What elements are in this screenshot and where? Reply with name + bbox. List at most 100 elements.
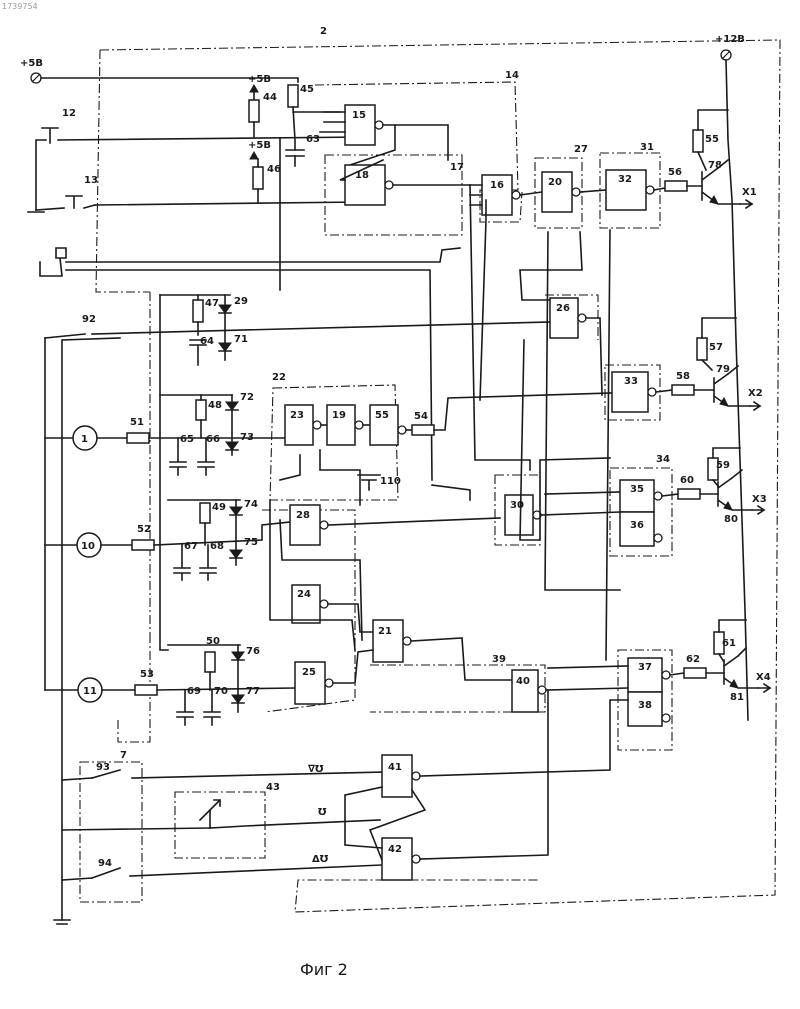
document-id: 1739754 <box>2 2 38 11</box>
resistor-46 <box>253 167 263 189</box>
diodes-d74-label: 74 <box>244 499 258 510</box>
capacitors-c67-label: 67 <box>184 541 198 552</box>
diodes-d77-label: 77 <box>246 686 260 697</box>
resistors-r55-label: 55 <box>705 134 719 145</box>
block-31-label: 31 <box>640 142 654 153</box>
gates-g33-label: 33 <box>624 376 638 387</box>
resistors-r46-label: 46 <box>267 164 281 175</box>
pulse-42: ΔƱ <box>312 854 329 865</box>
plus5-label: +5B <box>20 58 43 69</box>
block-39-label: 39 <box>492 654 506 665</box>
diodes-d72-label: 72 <box>240 392 254 403</box>
output-x1: X1 <box>742 187 757 198</box>
input-channel-1: 1 51 65 66 48 72 73 <box>45 392 285 475</box>
capacitors-c65-label: 65 <box>180 434 194 445</box>
capacitors-c66-label: 66 <box>206 434 220 445</box>
button-12-label: 12 <box>62 108 76 119</box>
resistors-r49-label: 49 <box>212 502 226 513</box>
gates-g55-label: 55 <box>375 410 389 421</box>
gates-g37-label: 37 <box>638 662 652 673</box>
plus12-label: +12B <box>715 34 745 45</box>
gates-g28-label: 28 <box>296 510 310 521</box>
gate-26-group: 26 <box>550 298 602 395</box>
resistors-r61-label: 61 <box>722 638 736 649</box>
diodes-d29-label: 29 <box>234 296 248 307</box>
block-34-label: 34 <box>656 454 670 465</box>
bottom-control-section: 7 93 43 94 41 42 ∇Ʊ Ʊ ΔƱ <box>62 690 628 880</box>
capacitors-c63-label: 63 <box>306 134 320 145</box>
gates-g16-label: 16 <box>490 180 504 191</box>
resistor-57 <box>697 338 707 360</box>
input-channel-11: 11 53 69 70 50 76 77 <box>45 636 295 725</box>
resistors-r51-label: 51 <box>130 417 144 428</box>
resistor-55 <box>693 130 703 152</box>
capacitor-63 <box>286 150 304 156</box>
housing-label: 2 <box>320 26 327 37</box>
output-stage-x1: 55 78 X1 <box>693 110 757 208</box>
capacitors-c64-label: 64 <box>200 336 214 347</box>
capacitors-c68-label: 68 <box>210 541 224 552</box>
block-22-label: 22 <box>272 372 286 383</box>
transistor-78 <box>702 168 740 204</box>
switch-92: 92 <box>45 314 550 338</box>
block-14-label: 14 <box>505 70 519 81</box>
diodes-d75-label: 75 <box>244 537 258 548</box>
transistor-79 <box>714 374 750 406</box>
resistor-58 <box>672 385 694 395</box>
block-7-label: 7 <box>120 750 127 761</box>
gates-g20-label: 20 <box>548 177 562 188</box>
pulse-41: ∇Ʊ <box>308 764 324 775</box>
transistors-t80-label: 80 <box>724 514 738 525</box>
transistors-t81-label: 81 <box>730 692 744 703</box>
resistor-56 <box>665 181 687 191</box>
capacitors-c69-label: 69 <box>187 686 201 697</box>
resistors-r62-label: 62 <box>686 654 700 665</box>
block-27-label: 27 <box>574 144 588 155</box>
plus5-small-2: +5B <box>248 140 271 151</box>
gates-g38-label: 38 <box>638 700 652 711</box>
output-x4: X4 <box>756 672 771 683</box>
gates-g25-label: 25 <box>302 667 316 678</box>
block-7-outline <box>80 762 142 902</box>
resistors-r59-label: 59 <box>716 460 730 471</box>
button-12-wire <box>36 140 46 210</box>
gates-g36-label: 36 <box>630 520 644 531</box>
resistor-60 <box>678 489 700 499</box>
output-x2: X2 <box>748 388 763 399</box>
resistors-r44-label: 44 <box>263 92 277 103</box>
gates-g19-label: 19 <box>332 410 346 421</box>
resistors-r54-label: 54 <box>414 411 428 422</box>
capacitors-c70-label: 70 <box>214 686 228 697</box>
resistors-r53-label: 53 <box>140 669 154 680</box>
resistors-r48-label: 48 <box>208 400 222 411</box>
top-output-chain: 16 20 27 32 31 56 <box>470 142 702 215</box>
button-13-label: 13 <box>84 175 98 186</box>
block-22: 22 23 19 55 54 110 <box>272 372 612 490</box>
block-43-label: 43 <box>266 782 280 793</box>
resistor-52 <box>132 540 154 550</box>
output-x3: X3 <box>752 494 767 505</box>
gates-g24-label: 24 <box>297 589 311 600</box>
inputs-2-label: 11 <box>83 686 97 697</box>
resistors-r50-label: 50 <box>206 636 220 647</box>
gates-g40-label: 40 <box>516 676 530 687</box>
switches-s94-label: 94 <box>98 858 112 869</box>
resistor-62 <box>684 668 706 678</box>
housing-outline-left <box>96 50 150 292</box>
switch-94-blade <box>92 868 120 878</box>
switches-s93-label: 93 <box>96 762 110 773</box>
resistor-45 <box>288 85 298 107</box>
resistor-51 <box>127 433 149 443</box>
transistor-80 <box>718 478 752 510</box>
resistor-49 <box>200 503 210 523</box>
capacitor-110 <box>358 475 380 490</box>
channel-10-logic: 28 30 35 36 34 60 59 80 X3 <box>290 448 767 546</box>
transistor-81 <box>724 656 758 688</box>
pulse-43: Ʊ <box>318 807 327 818</box>
button-13-symbol <box>66 196 95 208</box>
gates-g21-label: 21 <box>378 626 392 637</box>
resistors-r58-label: 58 <box>676 371 690 382</box>
resistors-r56-label: 56 <box>668 167 682 178</box>
button-plunger <box>40 248 66 276</box>
